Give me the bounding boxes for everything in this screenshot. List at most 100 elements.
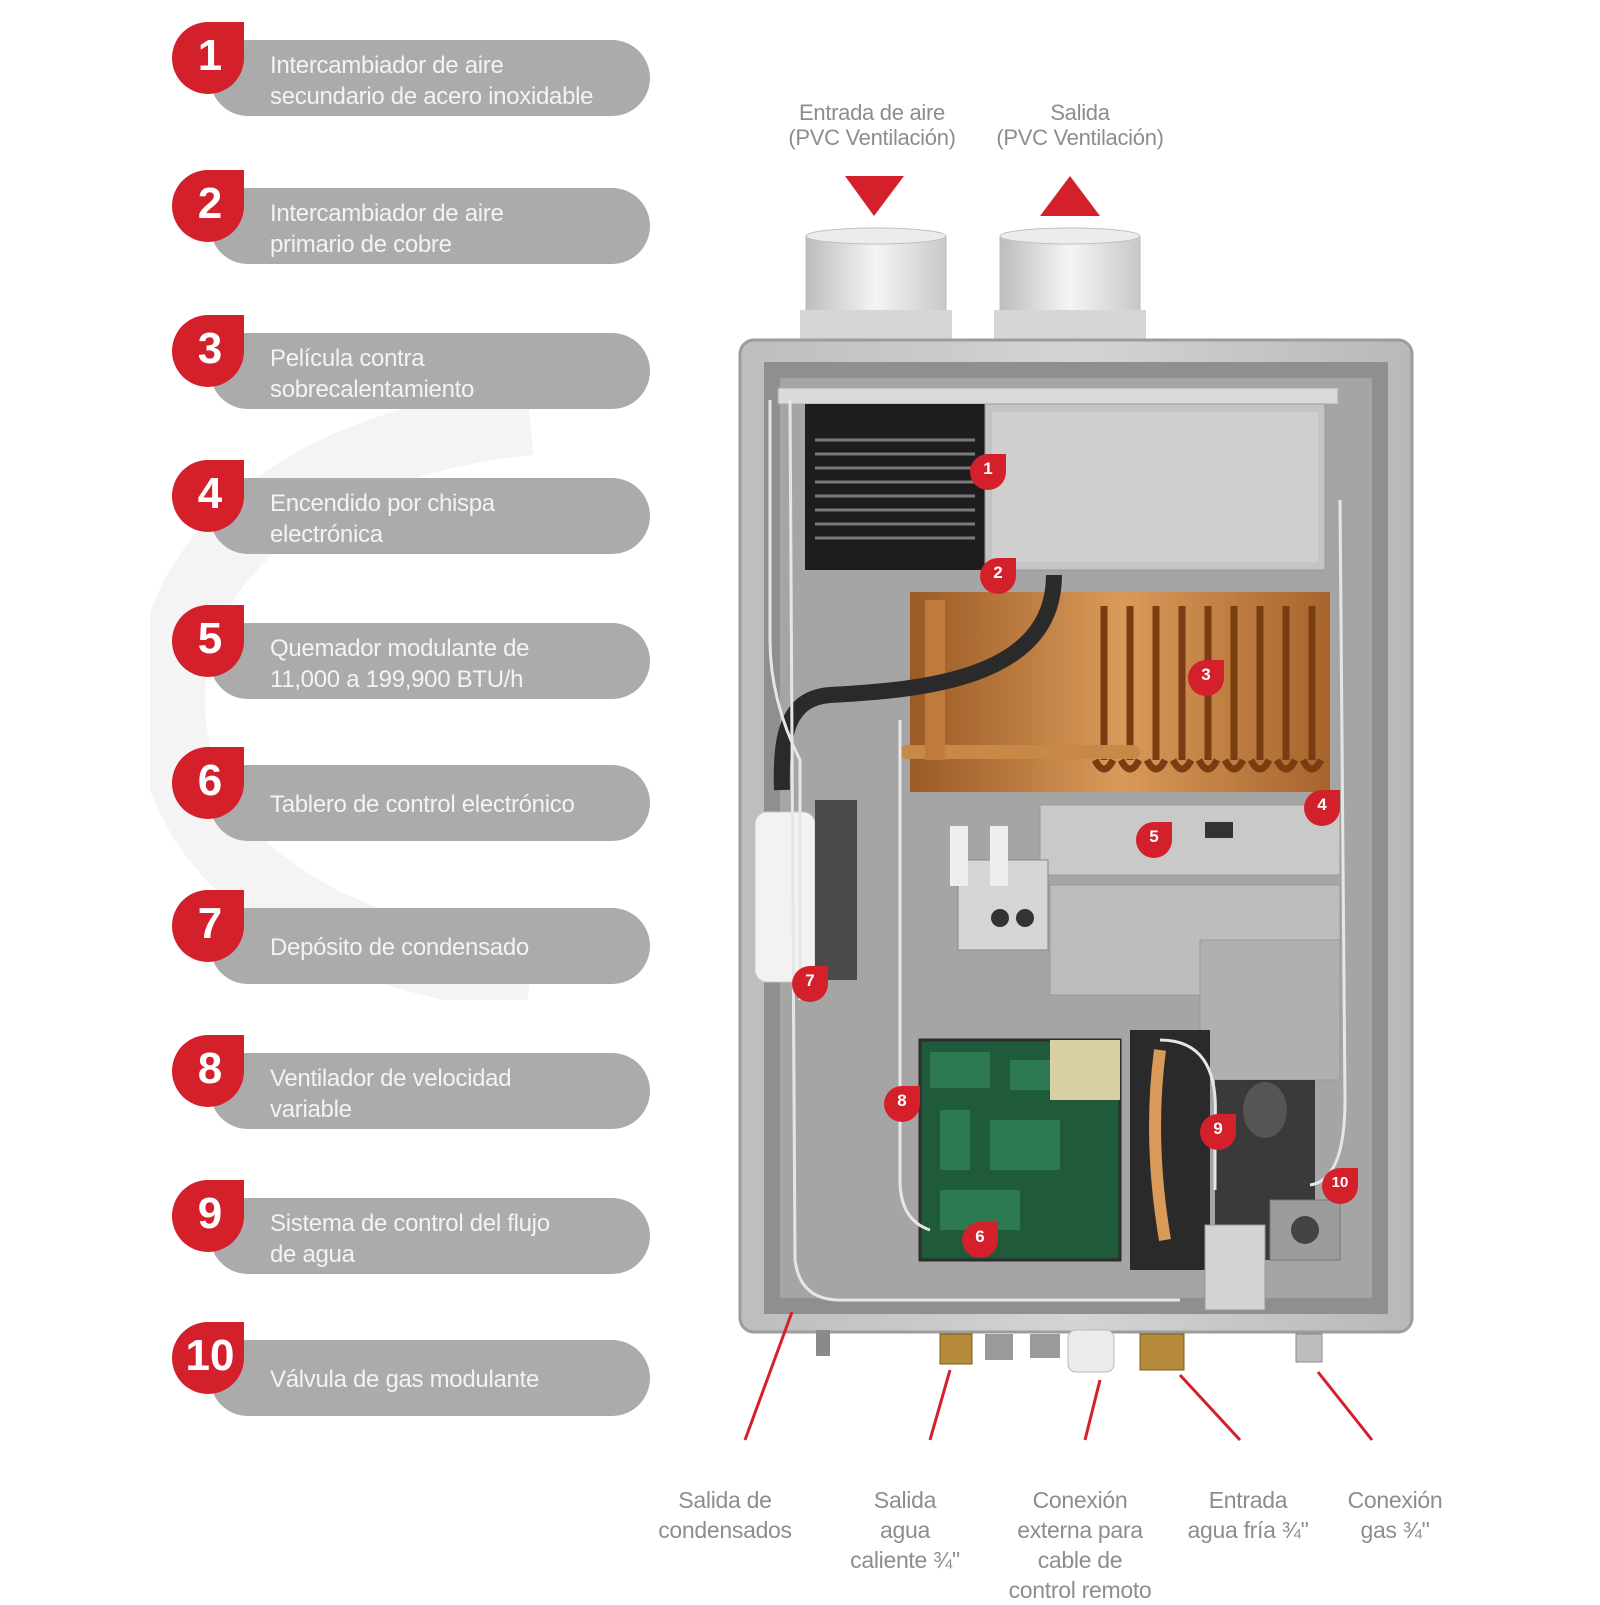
marker-number: 10 (1331, 1174, 1349, 1191)
burner-housing (1039, 804, 1341, 876)
marker-9: 9 (1198, 1112, 1238, 1152)
legend-number: 8 (197, 1044, 223, 1093)
number-badge-icon (172, 1035, 244, 1107)
legend-pill (210, 623, 650, 699)
legend-text: Tablero de control electrónico (270, 791, 575, 818)
legend-number: 4 (197, 469, 223, 518)
connection-label-cold-water: Entrada agua fría ¾" (1187, 1487, 1309, 1543)
exhaust-outlet-label: Salida (PVC Ventilación) (970, 100, 1190, 150)
connection-label-hot-water: Salida agua caliente ¾" (850, 1487, 960, 1573)
legend-item: Depósito de condensado 7 (170, 888, 650, 984)
marker-badge-icon (970, 454, 1006, 490)
marker-badge-icon (1136, 822, 1172, 858)
air-inlet-title: Entrada de aire (799, 100, 945, 125)
legend-number: 1 (197, 31, 223, 80)
marker-number: 5 (1149, 827, 1159, 846)
marker-badge-icon (1188, 660, 1224, 696)
legend-item: Quemador modulante de 11,000 a 199,900 B… (170, 603, 650, 699)
marker-number: 2 (993, 563, 1003, 582)
legend-text: Sistema de control del flujo de agua (270, 1210, 550, 1268)
legend-number: 6 (197, 756, 223, 805)
legend-item: Intercambiador de aire primario de cobre… (170, 168, 650, 264)
air-inlet-label: Entrada de aire (PVC Ventilación) (762, 100, 982, 150)
legend-item: Tablero de control electrónico 6 (170, 745, 650, 841)
legend-pill (210, 333, 650, 409)
exhaust-outlet-title: Salida (1050, 100, 1110, 125)
air-inlet-arrow-icon (845, 176, 904, 216)
number-badge-icon (172, 22, 244, 94)
gas-connection (1295, 1333, 1323, 1363)
marker-6: 6 (960, 1220, 1000, 1260)
marker-badge-icon (1304, 790, 1340, 826)
air-inlet-subtitle: (PVC Ventilación) (788, 125, 956, 150)
number-badge-icon (172, 747, 244, 819)
legend-text: Depósito de condensado (270, 934, 529, 961)
number-badge-icon (172, 890, 244, 962)
marker-badge-icon (1322, 1168, 1358, 1204)
marker-5: 5 (1134, 820, 1174, 860)
legend-text: Intercambiador de aire secundario de ace… (270, 52, 594, 110)
legend-item: Película contra sobrecalentamiento 3 (170, 313, 650, 409)
legend-number: 7 (197, 899, 223, 948)
marker-number: 7 (805, 971, 815, 990)
legend-pill (210, 1198, 650, 1274)
cold-water-inlet (1139, 1333, 1185, 1371)
hot-water-outlet (939, 1333, 973, 1365)
legend-number: 3 (197, 324, 223, 373)
exhaust-outlet-subtitle: (PVC Ventilación) (996, 125, 1164, 150)
legend-item: Encendido por chispa electrónica 4 (170, 458, 650, 554)
legend-pill (210, 40, 650, 116)
legend-item: Sistema de control del flujo de agua 9 (170, 1178, 650, 1274)
legend-item: Válvula de gas modulante 10 (170, 1320, 650, 1416)
exhaust-outlet-arrow-icon (1040, 176, 1100, 216)
number-badge-icon (172, 315, 244, 387)
marker-number: 4 (1317, 795, 1327, 814)
marker-badge-icon (792, 966, 828, 1002)
legend-pill (210, 1053, 650, 1129)
number-badge-icon (172, 460, 244, 532)
marker-number: 6 (975, 1227, 985, 1246)
marker-number: 9 (1213, 1119, 1223, 1138)
legend-number: 9 (197, 1189, 223, 1238)
legend-text: Ventilador de velocidad variable (270, 1065, 512, 1123)
condensate-tank (754, 811, 816, 983)
marker-badge-icon (962, 1222, 998, 1258)
legend-text: Encendido por chispa electrónica (270, 490, 495, 548)
marker-7: 7 (790, 964, 830, 1004)
marker-2: 2 (978, 556, 1018, 596)
legend-number: 5 (197, 614, 223, 663)
legend-item: Ventilador de velocidad variable 8 (170, 1033, 650, 1129)
legend-pill (210, 1340, 650, 1416)
fan-assembly (1130, 1030, 1210, 1270)
marker-badge-icon (980, 558, 1016, 594)
connection-label-condensate: Salida de condensados (658, 1487, 792, 1543)
marker-number: 3 (1201, 665, 1211, 684)
remote-cable-port (1067, 1329, 1115, 1373)
legend-text: Válvula de gas modulante (270, 1366, 539, 1393)
number-badge-icon (172, 605, 244, 677)
secondary-exchanger (805, 404, 985, 570)
marker-8: 8 (882, 1084, 922, 1124)
legend-pill (210, 765, 650, 841)
legend-text: Película contra sobrecalentamiento (270, 345, 475, 403)
legend-text: Intercambiador de aire primario de cobre (270, 200, 504, 258)
marker-number: 1 (983, 459, 993, 478)
number-badge-icon (172, 1180, 244, 1252)
connection-label-remote-cable: Conexión externa para cable de control r… (1008, 1487, 1152, 1603)
legend-item: Intercambiador de aire secundario de ace… (170, 20, 650, 116)
legend-pill (210, 908, 650, 984)
number-badge-icon (172, 170, 244, 242)
marker-badge-icon (1200, 1114, 1236, 1150)
marker-1: 1 (968, 452, 1008, 492)
connection-label-gas: Conexión gas ¾" (1347, 1487, 1443, 1543)
legend-pill (210, 478, 650, 554)
marker-number: 8 (897, 1091, 907, 1110)
legend-number: 10 (185, 1331, 235, 1380)
legend-pill (210, 188, 650, 264)
number-badge-icon (172, 1322, 244, 1394)
marker-4: 4 (1302, 788, 1342, 828)
marker-badge-icon (884, 1086, 920, 1122)
marker-10: 10 (1320, 1166, 1360, 1206)
legend-number: 2 (197, 179, 223, 228)
